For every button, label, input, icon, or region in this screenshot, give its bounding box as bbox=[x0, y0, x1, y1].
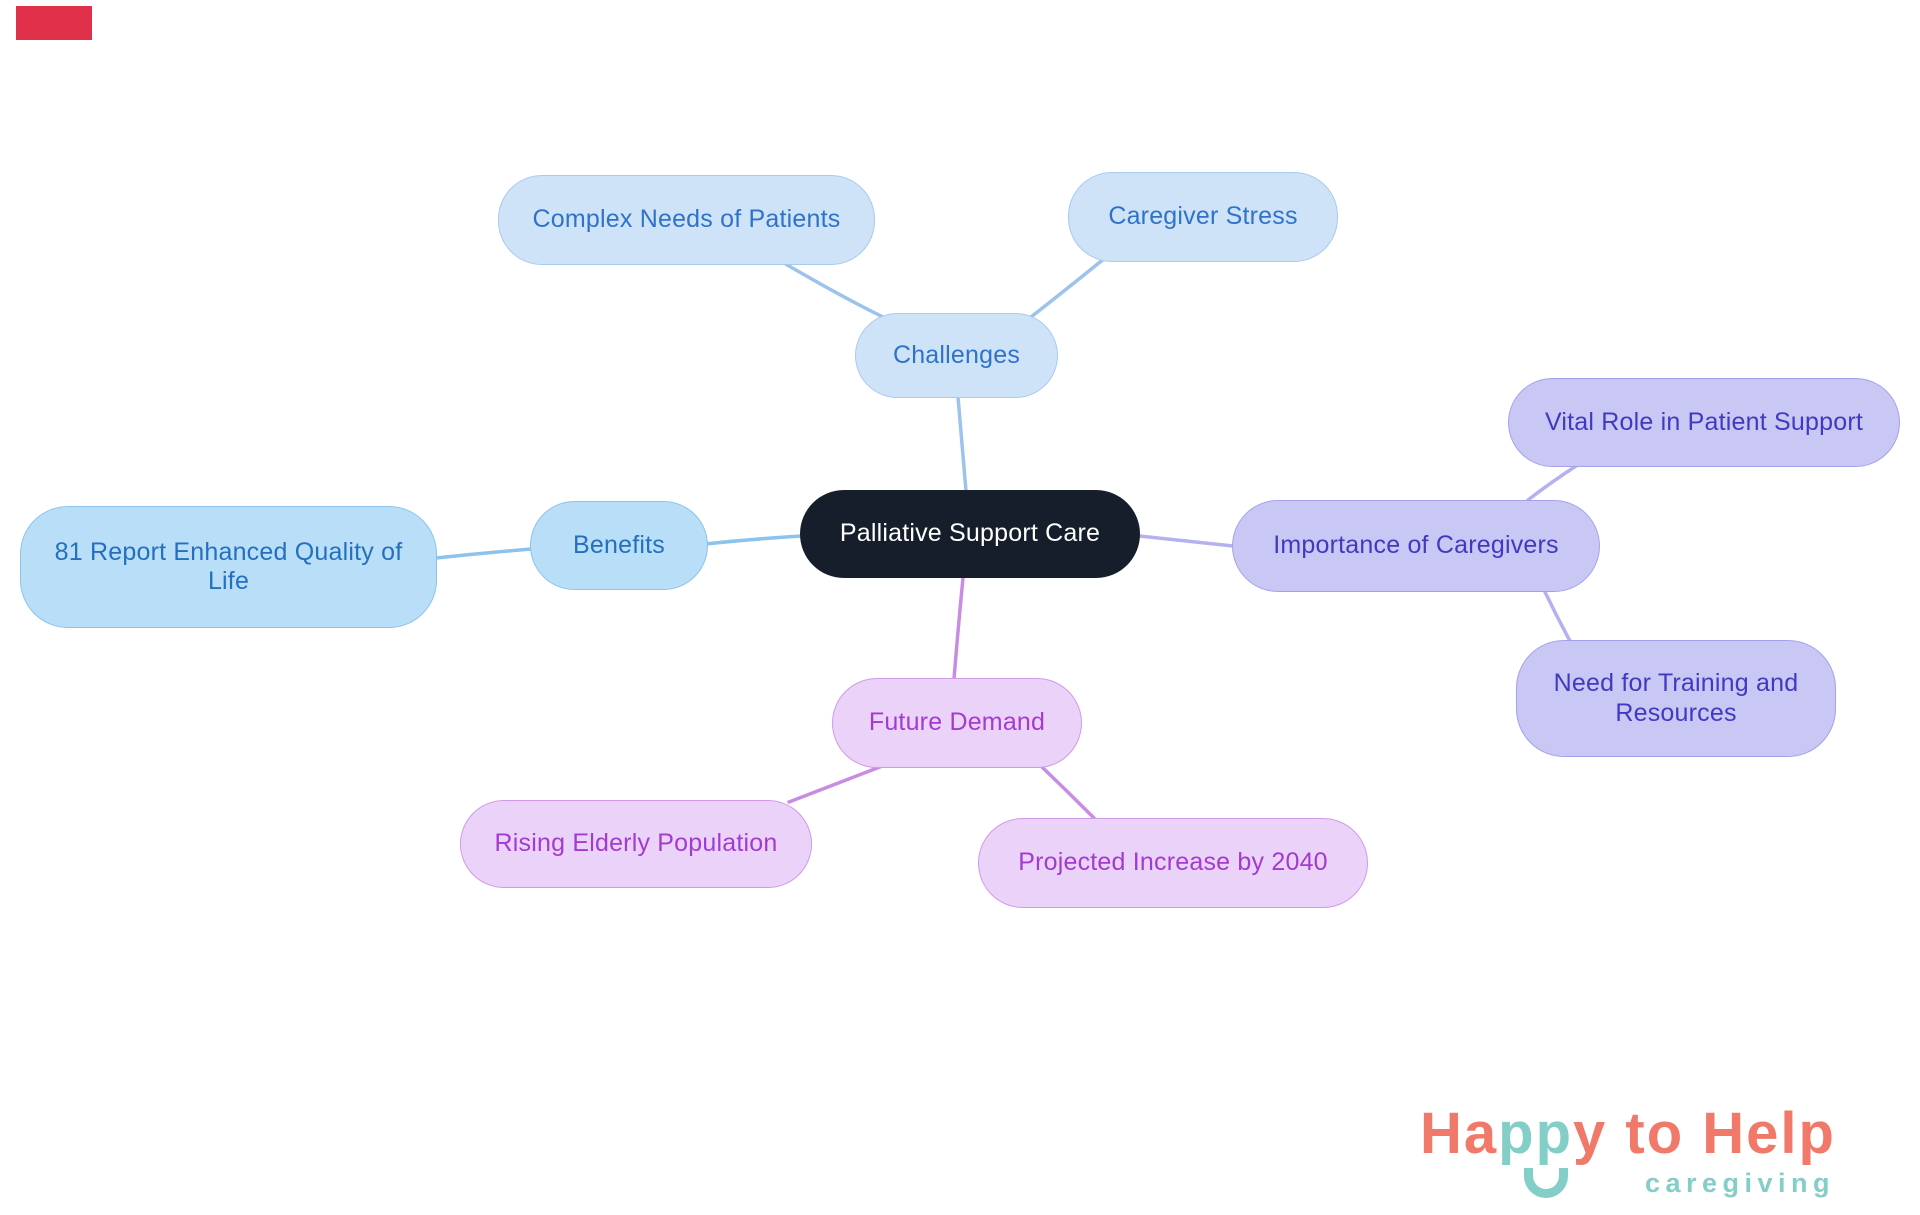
node-challenges[interactable]: Challenges bbox=[855, 313, 1058, 398]
edge-importance-training bbox=[1543, 590, 1572, 643]
node-projected-increase-by-2040[interactable]: Projected Increase by 2040 bbox=[978, 818, 1368, 908]
logo-happy-to-help: Happy to Help caregiving bbox=[1420, 1102, 1875, 1207]
node-need-for-training-and-resources[interactable]: Need for Training and Resources bbox=[1516, 640, 1836, 757]
node-report-enhanced-quality-of-life[interactable]: 81 Report Enhanced Quality of Life bbox=[20, 506, 437, 628]
logo-text-pp: pp bbox=[1498, 1101, 1574, 1166]
edge-importance-vital bbox=[1526, 464, 1578, 502]
node-complex-needs-of-patients[interactable]: Complex Needs of Patients bbox=[498, 175, 875, 265]
logo-text-ha: Ha bbox=[1420, 1101, 1499, 1166]
edge-central-importance bbox=[1137, 534, 1235, 548]
node-benefits[interactable]: Benefits bbox=[530, 501, 708, 590]
node-future-demand[interactable]: Future Demand bbox=[832, 678, 1082, 768]
edge-benefits-central bbox=[703, 534, 803, 546]
node-rising-elderly-population[interactable]: Rising Elderly Population bbox=[460, 800, 812, 888]
logo-tagline: caregiving bbox=[1644, 1168, 1835, 1198]
node-importance-of-caregivers[interactable]: Importance of Caregivers bbox=[1232, 500, 1600, 592]
node-vital-role-in-patient-support[interactable]: Vital Role in Patient Support bbox=[1508, 378, 1900, 467]
node-caregiver-stress[interactable]: Caregiver Stress bbox=[1068, 172, 1338, 262]
edge-challenges-central bbox=[956, 395, 968, 493]
logo-text-y-to-help: y to Help bbox=[1573, 1101, 1836, 1166]
edge-report-benefits bbox=[434, 547, 533, 560]
node-central-palliative-support-care[interactable]: Palliative Support Care bbox=[800, 490, 1140, 578]
edge-complex-challenges bbox=[782, 261, 889, 321]
edge-future-projected bbox=[1039, 764, 1096, 820]
edge-future-rising bbox=[787, 763, 887, 804]
smile-icon bbox=[1524, 1168, 1568, 1198]
red-marker bbox=[16, 6, 92, 40]
edge-caregiver-challenges bbox=[1029, 256, 1107, 319]
logo-wordmark: Happy to Help bbox=[1420, 1102, 1875, 1166]
edge-central-future bbox=[952, 576, 965, 681]
